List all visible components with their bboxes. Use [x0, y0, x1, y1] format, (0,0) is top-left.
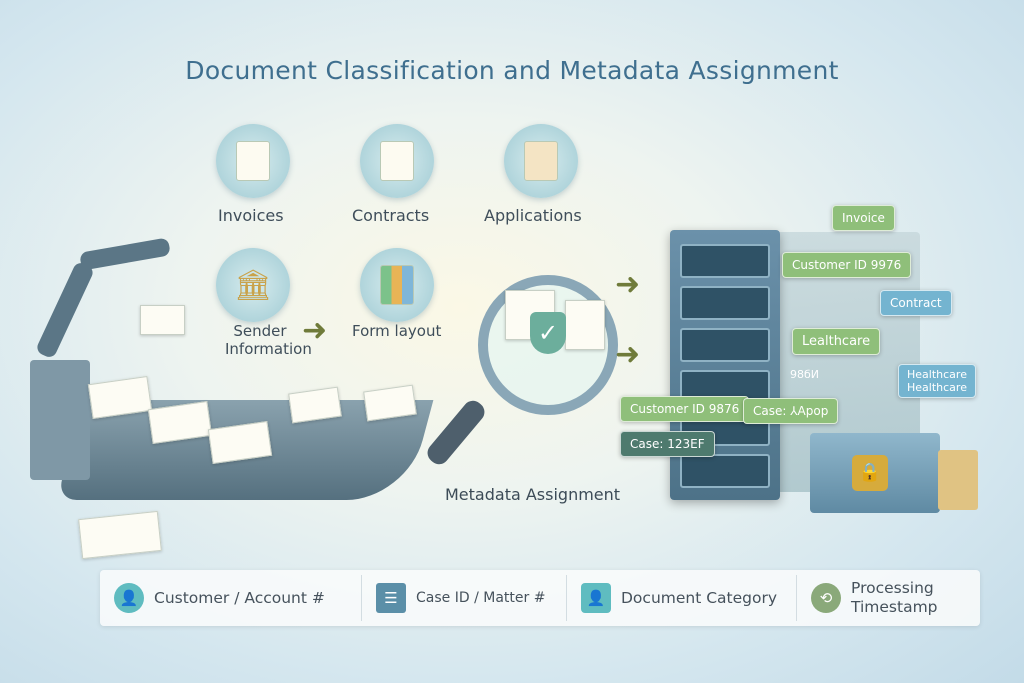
legend-label: Case ID / Matter #	[416, 590, 546, 606]
robot-arm	[79, 237, 171, 271]
tag-line: Healthcare	[907, 381, 967, 395]
metadata-tag: Customer ID 9976	[782, 252, 912, 278]
person-icon: 👤	[114, 583, 144, 613]
category-label: Contracts	[352, 206, 430, 225]
page-title: Document Classification and Metadata Ass…	[185, 56, 839, 85]
legend-item-customer: 👤 Customer / Account #	[100, 575, 362, 621]
file-folders	[938, 450, 978, 510]
legend-label: Document Category	[621, 589, 778, 607]
lock-icon: 🔒	[852, 455, 888, 491]
paper-document	[565, 300, 605, 350]
person-card-icon: 👤	[581, 583, 611, 613]
feature-label: Sender Information	[225, 322, 312, 358]
metadata-tag: Case: ⅄Apop	[743, 398, 839, 424]
category-label: Applications	[484, 206, 582, 225]
contract-icon	[360, 124, 434, 198]
magnifier-handle	[423, 396, 489, 469]
legend-item-case: ☰ Case ID / Matter #	[362, 575, 567, 621]
clipboard-icon	[504, 124, 578, 198]
arrow-icon: ➜	[302, 313, 328, 348]
legend-label: Customer / Account #	[154, 589, 325, 607]
metadata-assignment-label: Metadata Assignment	[445, 485, 621, 504]
list-icon: ☰	[376, 583, 406, 613]
tag-line: Healthcare	[907, 368, 967, 381]
metadata-tag: Case: 123EF	[620, 431, 715, 457]
arrow-icon: ➜	[615, 267, 641, 302]
category-label: Invoices	[218, 206, 284, 225]
clock-icon: ⟲	[811, 583, 841, 613]
paper-document	[78, 510, 162, 560]
legend-label: Processing Timestamp	[851, 578, 938, 616]
robot-arm	[34, 260, 96, 360]
feature-label: Form layout	[352, 322, 442, 340]
arrow-icon: ➜	[615, 337, 641, 372]
metadata-tag: Customer ID 9876	[620, 396, 750, 422]
server-rack	[670, 230, 780, 500]
metadata-legend-bar: 👤 Customer / Account # ☰ Case ID / Matter …	[100, 570, 980, 626]
metadata-tag: Lealthcare	[792, 328, 881, 355]
legend-item-category: 👤 Document Category	[567, 575, 797, 621]
form-layout-icon	[360, 248, 434, 322]
metadata-tag: Contract	[880, 290, 952, 316]
invoice-icon	[216, 124, 290, 198]
bank-icon: 🏛	[216, 248, 290, 322]
legend-item-timestamp: ⟲ Processing Timestamp	[797, 575, 977, 621]
metadata-tag: Invoice	[832, 205, 895, 231]
envelope	[140, 305, 185, 335]
shield-check-icon: ✓	[530, 312, 566, 354]
metadata-tag: 98бИ	[790, 368, 820, 381]
scanner-machine	[30, 360, 90, 480]
